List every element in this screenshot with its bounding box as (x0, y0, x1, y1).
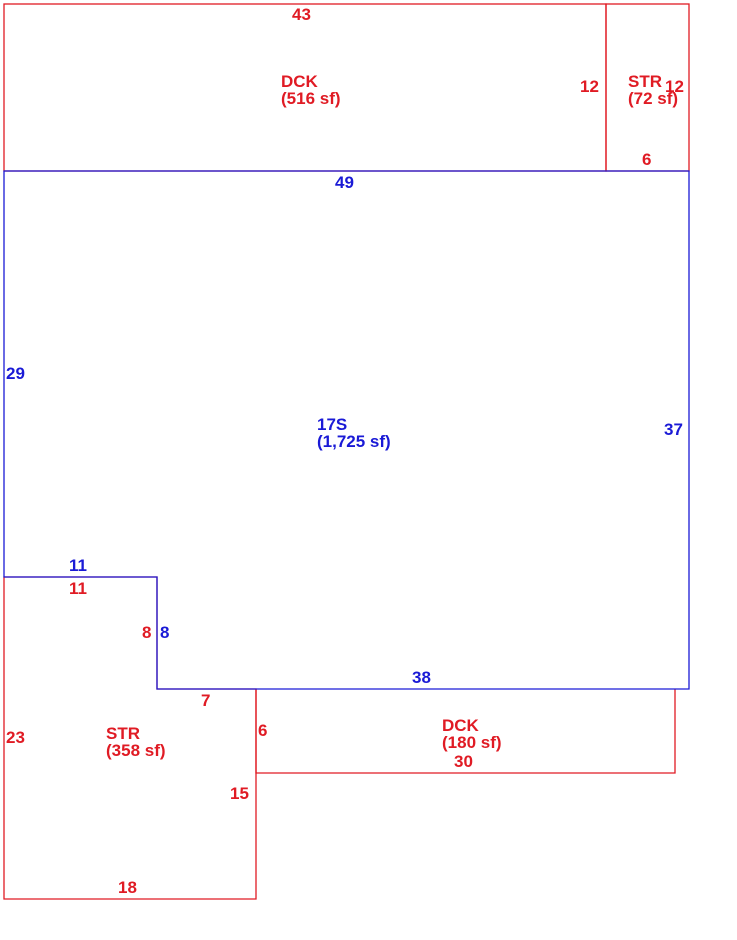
main-left-label: 29 (6, 364, 25, 383)
store-bottom-step-label: 7 (201, 691, 210, 710)
main-area: (1,725 sf) (317, 432, 391, 451)
store-bottom-left-label: 23 (6, 728, 25, 747)
deck-bottom-area: (180 sf) (442, 733, 502, 752)
store-top-width-label: 6 (642, 150, 651, 169)
deck-bottom-code: DCK (442, 716, 480, 735)
main-notch-side-label: 8 (160, 623, 169, 642)
main-area-outline (3, 170, 690, 690)
deck-top-code: DCK (281, 72, 319, 91)
main-notch-top-label: 11 (69, 556, 87, 575)
store-bottom-right-label: 15 (230, 784, 249, 803)
store-bottom-notch-label: 8 (142, 623, 151, 642)
main-code: 17S (317, 415, 347, 434)
deck-top-area: (516 sf) (281, 89, 341, 108)
deck-bottom-base-label: 30 (454, 752, 473, 771)
main-bottom-label: 38 (412, 668, 431, 687)
deck-top-height-label: 12 (580, 77, 599, 96)
main-top-label: 49 (335, 173, 354, 192)
deck-bottom-outline (255, 689, 676, 774)
main-right-label: 37 (664, 420, 683, 439)
store-bottom-area: (358 sf) (106, 741, 166, 760)
store-bottom-code: STR (106, 724, 140, 743)
store-top-code: STR (628, 72, 662, 91)
store-bottom-base-label: 18 (118, 878, 137, 897)
deck-top-width-label: 43 (292, 5, 311, 24)
store-bottom-top-label: 11 (69, 579, 87, 598)
store-top-height-label: 12 (665, 77, 684, 96)
store-top-area: (72 sf) (628, 89, 678, 108)
deck-bottom-left-label: 6 (258, 721, 267, 740)
